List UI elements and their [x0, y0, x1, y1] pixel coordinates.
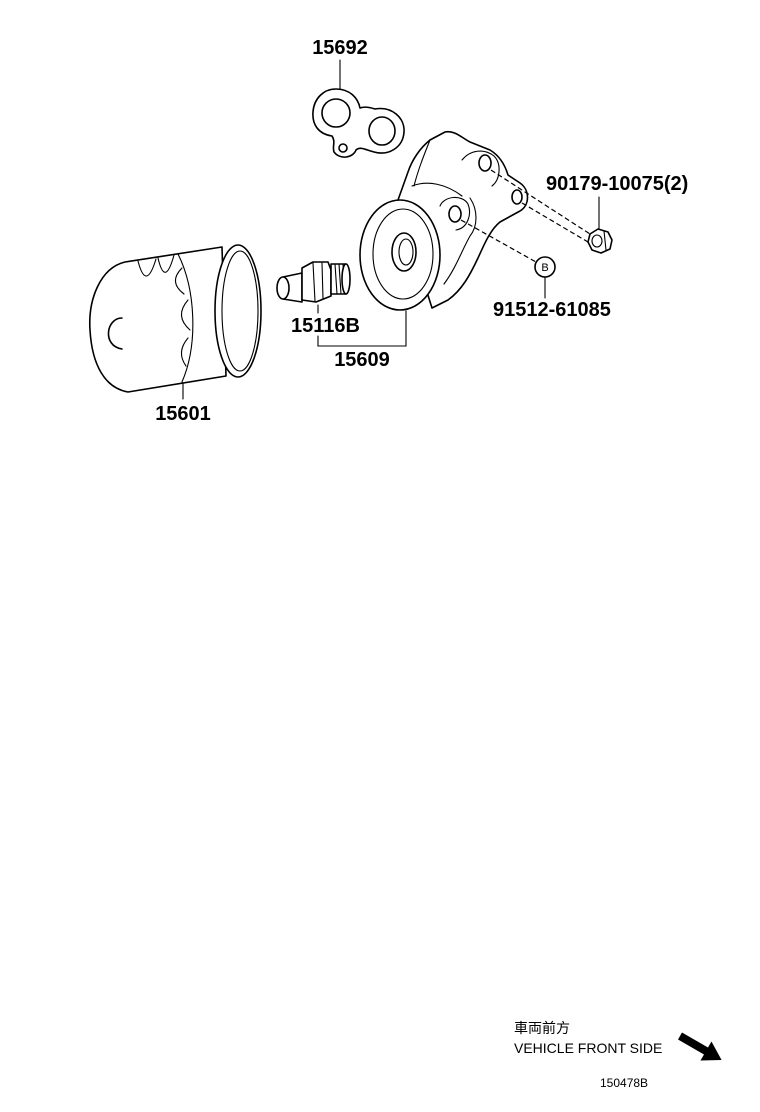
gasket-small-hole	[368, 116, 396, 146]
bracket-center-port-inner	[398, 238, 414, 266]
oil-filter-base-rim	[221, 250, 259, 372]
gasket-large-hole	[321, 98, 351, 128]
union-bolt-facet-1	[312, 262, 316, 302]
union-bolt-facet-2	[321, 262, 324, 300]
bracket-lower-boss	[439, 196, 471, 231]
oil-filter-end-mark	[107, 317, 123, 350]
oil-filter-flutes	[137, 254, 191, 367]
bracket-front-rim	[372, 208, 434, 300]
bracket-center-port	[391, 232, 417, 272]
bracket-part-number: 15609	[334, 349, 390, 371]
bolt-part	[587, 228, 613, 254]
union-bolt-part	[276, 261, 351, 303]
fastener-part-number: 91512-61085	[493, 299, 611, 321]
gasket-outline	[312, 88, 405, 158]
gasket-part	[312, 88, 405, 158]
bracket-front-face	[359, 199, 441, 311]
direction-label-en: VEHICLE FRONT SIDE	[514, 1040, 662, 1056]
bolt-assembly-line-right	[521, 202, 589, 243]
gasket-part-number: 15692	[312, 37, 368, 59]
bolt-assembly-line-upper	[490, 169, 591, 235]
bracket-upper-ridge	[413, 139, 431, 187]
bracket-bolt-hole-lower	[448, 205, 462, 223]
union-bolt-end	[341, 263, 351, 295]
bolt-facet-line	[603, 230, 607, 251]
marker-b-letter: B	[541, 262, 548, 274]
arrow-down-right-icon	[678, 1032, 722, 1061]
bracket-flange-line	[411, 182, 463, 197]
figure-code: 150478B	[600, 1076, 648, 1090]
direction-label-jp: 車両前方	[514, 1020, 570, 1037]
fastener-assembly-line	[460, 219, 537, 263]
union-bolt-hex	[301, 261, 332, 303]
bracket-boss-line	[461, 150, 500, 187]
gasket-tab-hole	[338, 143, 348, 153]
bolt-part-number: 90179-10075(2)	[546, 173, 688, 195]
oil-filter-part-number: 15601	[155, 403, 211, 425]
union-bolt-tip	[276, 276, 290, 300]
union-bolt-part-number: 15116B	[291, 315, 360, 337]
bracket-group-leader	[317, 310, 407, 347]
oil-filter-body	[89, 246, 227, 393]
bracket-side-line	[443, 197, 477, 285]
oil-filter-part	[89, 244, 262, 393]
oil-filter-shoulder	[177, 253, 194, 383]
bracket-part	[359, 130, 529, 311]
bolt-face	[591, 234, 603, 248]
oil-filter-base-plate	[214, 244, 262, 378]
bracket-bolt-hole-right	[511, 189, 523, 205]
bracket-bolt-hole-upper	[478, 154, 492, 172]
